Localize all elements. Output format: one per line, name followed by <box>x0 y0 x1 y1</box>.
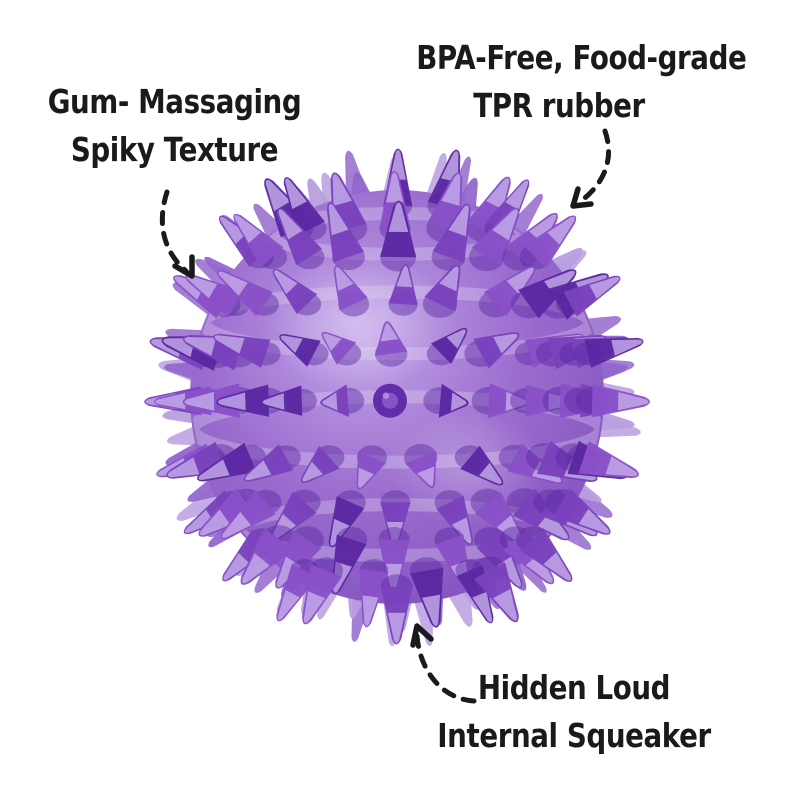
ball-spike <box>493 589 517 621</box>
ball-spike <box>270 514 296 541</box>
ball-spike <box>538 511 568 539</box>
ball-spike <box>441 174 461 206</box>
ball-spike <box>198 459 230 480</box>
ball-spike <box>493 333 518 354</box>
ball-spike <box>276 556 302 588</box>
ball-spike <box>335 267 354 291</box>
ball-spike <box>529 214 557 244</box>
ball-spike <box>330 518 350 546</box>
ball-spike <box>525 553 553 583</box>
annotation-squeaker-line1: Hidden Loud <box>477 668 671 707</box>
ball-spike <box>450 392 467 411</box>
ball-spike-glint <box>382 392 390 399</box>
ball-spike <box>543 552 572 581</box>
ball-spike <box>285 178 307 209</box>
ball-spike <box>611 339 643 356</box>
annotation-bpa-free: BPA-Free, Food-grade TPR rubber <box>416 34 747 130</box>
ball-spike <box>358 467 374 488</box>
ball-spike <box>472 591 492 623</box>
ball-spike <box>333 561 352 593</box>
ball-spike <box>184 391 215 411</box>
annotation-gum-line1: Gum- Massaging <box>47 82 302 121</box>
ball-spike <box>218 271 248 296</box>
ball-spike <box>385 563 403 593</box>
ball-spike <box>332 174 352 206</box>
annotation-gum-line2: Spiky Texture <box>70 129 279 169</box>
ball-spike <box>486 178 510 210</box>
ball-spike <box>223 553 250 581</box>
annotation-gum-massaging: Gum- Massaging Spiky Texture <box>34 78 315 174</box>
ball-spike <box>167 457 200 478</box>
ball-spike <box>302 461 323 482</box>
ball-spike <box>280 335 303 353</box>
ball-spike <box>505 180 529 211</box>
arrow-gum-to-ball <box>159 189 189 274</box>
ball-spike <box>605 456 638 477</box>
ball-spike <box>547 216 575 245</box>
arrow-gum-head-icon <box>172 254 195 279</box>
ball-spike <box>274 270 298 295</box>
ball-spike <box>380 323 399 342</box>
ball-spike <box>323 333 342 351</box>
ball-spike <box>184 509 215 533</box>
ball-spike <box>386 521 404 546</box>
ball-spike <box>618 392 649 411</box>
ball-spike <box>439 266 459 292</box>
ball-spike <box>492 209 518 241</box>
ball-spike <box>388 202 409 232</box>
ball-spike <box>184 337 217 356</box>
ball-spike <box>217 392 246 411</box>
arrow-bpa-to-ball <box>578 128 612 204</box>
ball-spike <box>277 589 300 621</box>
annotation-squeaker-line2: Internal Squeaker <box>437 715 711 755</box>
ball-spike <box>479 462 502 484</box>
arrow-squeaker-head-icon <box>410 623 434 648</box>
ball-spike <box>214 335 245 354</box>
sheen-highlight <box>222 222 492 422</box>
annotation-squeaker: Hidden Loud Internal Squeaker <box>431 664 717 760</box>
ball-spike <box>451 517 472 544</box>
ball-spike <box>386 172 404 203</box>
annotation-arrows <box>159 128 612 704</box>
ball-spike <box>221 511 251 538</box>
ball-spike <box>242 553 270 584</box>
annotation-bpa-line2: TPR rubber <box>473 85 645 125</box>
ball-spike <box>496 515 524 544</box>
ball-spike <box>262 393 285 410</box>
ball-spike <box>422 594 441 627</box>
ball-spike <box>186 275 217 299</box>
arrow-bpa-head-icon <box>570 186 594 209</box>
ball-spike <box>245 460 272 481</box>
ball-spike <box>362 595 379 627</box>
spiky-ball <box>144 148 651 647</box>
arrow-squeaker-to-ball <box>414 633 477 704</box>
ball-spike <box>440 151 459 183</box>
ball-spike <box>234 215 261 244</box>
ball-spike <box>278 209 303 240</box>
ball-spike <box>155 393 186 410</box>
ball-spike <box>448 205 469 237</box>
ball-spike <box>505 391 528 411</box>
annotation-bpa-line1: BPA-Free, Food-grade <box>416 38 747 77</box>
ball-spike <box>328 203 349 236</box>
ball-spike <box>322 392 338 411</box>
ball-spike <box>220 216 247 244</box>
ball-spike <box>303 591 326 623</box>
ball-spike <box>417 466 435 487</box>
ball-spike <box>265 179 291 212</box>
ball-spike <box>446 329 466 349</box>
ball-spike <box>578 508 610 534</box>
ball-spike <box>387 612 406 643</box>
ball-spike <box>396 265 413 288</box>
ball-spike <box>589 276 620 299</box>
ball-spike <box>506 267 534 295</box>
ball-spike <box>199 509 231 536</box>
